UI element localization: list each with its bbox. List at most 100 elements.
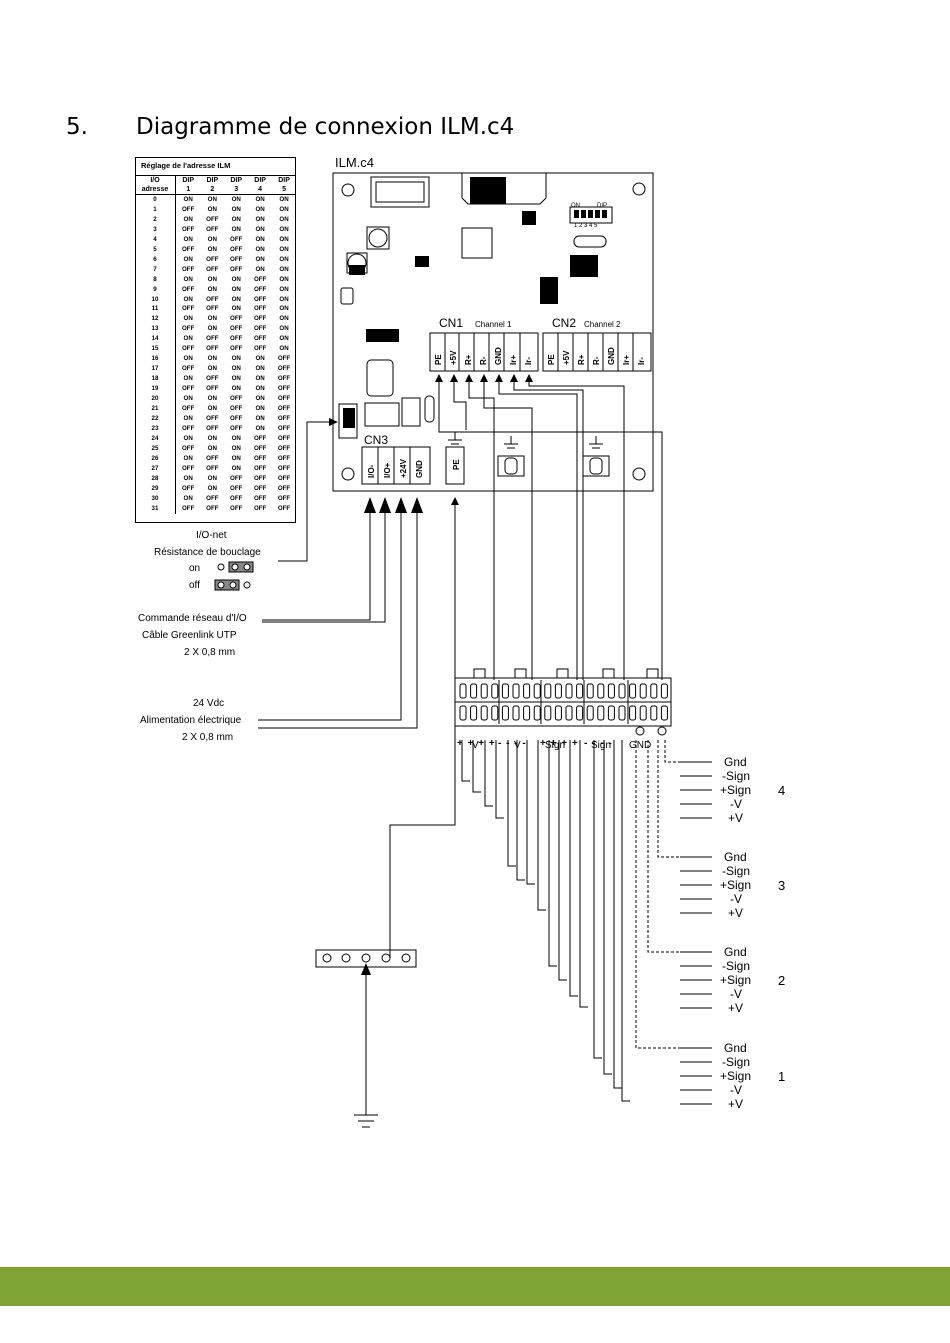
- io-address: 18: [135, 374, 176, 385]
- io-net-title: I/O-net: [196, 530, 227, 541]
- cn2-pin-rplus: R+: [577, 354, 586, 365]
- dip-state: ON: [207, 235, 217, 243]
- dip-state: ON: [231, 225, 241, 233]
- cn1-pin-irminus: Ir-: [524, 357, 533, 365]
- dip-state: OFF: [230, 414, 243, 422]
- terminal-slot: [565, 705, 573, 721]
- dip-state: ON: [279, 315, 289, 323]
- dip-state: ON: [183, 335, 193, 343]
- dip-state: OFF: [277, 385, 291, 393]
- dip-state: OFF: [253, 295, 267, 303]
- terminal-slot: [533, 683, 541, 699]
- dip-state: ON: [255, 375, 265, 383]
- terminal-signs-a: + + + +: [457, 738, 496, 749]
- dip-state: ON: [279, 305, 289, 313]
- dip-state: ON: [279, 196, 289, 203]
- io-address: 9: [135, 284, 176, 295]
- mount-hole: [341, 183, 355, 197]
- ch4-gnd: Gnd: [724, 755, 747, 769]
- cn3-label: CN3: [364, 433, 389, 447]
- dip-state: OFF: [206, 335, 219, 343]
- terminal-slot: [501, 683, 509, 699]
- dip-state: ON: [183, 275, 193, 283]
- section-number: 5.: [66, 114, 88, 140]
- mount-hole: [632, 182, 646, 196]
- pe-connector: [445, 446, 465, 485]
- dip-state: OFF: [277, 494, 291, 502]
- dip-state: OFF: [230, 474, 243, 482]
- dip-state: ON: [231, 196, 241, 203]
- inductor: [366, 359, 394, 397]
- dip-state: ON: [255, 255, 265, 263]
- arrow-up: [395, 497, 407, 513]
- terminal-slots: [459, 680, 668, 724]
- dip-state: ON: [207, 395, 217, 403]
- cn3-pin-io-plus: I/O+: [383, 462, 392, 478]
- dip-state: OFF: [181, 504, 195, 512]
- io-address: 17: [135, 364, 176, 375]
- network-line1: Commande réseau d'I/O: [138, 613, 247, 624]
- dip-state: ON: [231, 385, 241, 393]
- terminal-signs-d: - - - -: [584, 738, 613, 749]
- network-line2: Câble Greenlink UTP: [142, 630, 237, 641]
- dip-state: OFF: [230, 245, 243, 253]
- terminal-slot: [470, 705, 478, 721]
- terminal-v1: V: [472, 740, 479, 751]
- dip-state: OFF: [277, 395, 291, 403]
- dip-state: OFF: [253, 444, 267, 452]
- io-address: 10: [135, 294, 176, 305]
- board-jumper-2: [582, 455, 610, 477]
- dip-state: OFF: [230, 315, 243, 323]
- dip-state: OFF: [253, 285, 267, 293]
- dip-state: OFF: [253, 335, 267, 343]
- dip-state: ON: [183, 454, 193, 462]
- dip-state: OFF: [206, 225, 219, 233]
- io-address: 0: [135, 194, 176, 205]
- ch4-plus-v: +V: [728, 811, 744, 825]
- dip-state: ON: [207, 275, 217, 283]
- dip-state: OFF: [206, 255, 219, 263]
- dip-state: ON: [207, 355, 217, 363]
- terminal-slot: [607, 705, 615, 721]
- dip-state: ON: [255, 355, 265, 363]
- ch3-minus-sign: -Sign: [722, 864, 751, 878]
- dip-state: OFF: [253, 484, 267, 492]
- arrow-right: [329, 418, 338, 426]
- terminal-slot: [533, 705, 541, 721]
- ch2-minus-v: -V: [730, 987, 742, 1001]
- ch3-minus-v: -V: [730, 892, 742, 906]
- dip-state: OFF: [206, 345, 219, 353]
- ch1-number: 1: [778, 1069, 786, 1084]
- dip-state: ON: [207, 196, 217, 203]
- io-address: 13: [135, 324, 176, 335]
- dip-state: OFF: [230, 405, 243, 413]
- dip-state: ON: [231, 454, 241, 462]
- dip-state: ON: [255, 395, 265, 403]
- io-address: 15: [135, 344, 176, 355]
- dip-state: OFF: [206, 464, 219, 472]
- ch3-plus-sign: +Sign: [720, 878, 752, 892]
- dip-state: ON: [183, 395, 193, 403]
- terminal-slot: [491, 705, 499, 721]
- dip-state: OFF: [181, 365, 195, 373]
- arrow-up: [451, 497, 459, 505]
- terminal-slot: [523, 705, 531, 721]
- dip-state: OFF: [206, 504, 219, 512]
- dip-state: ON: [279, 255, 289, 263]
- cn1-pin-gnd: GND: [494, 347, 503, 365]
- io-address: 25: [135, 443, 176, 454]
- mount-hole: [341, 467, 355, 481]
- dip-state: OFF: [181, 205, 195, 213]
- io-address: 16: [135, 354, 176, 365]
